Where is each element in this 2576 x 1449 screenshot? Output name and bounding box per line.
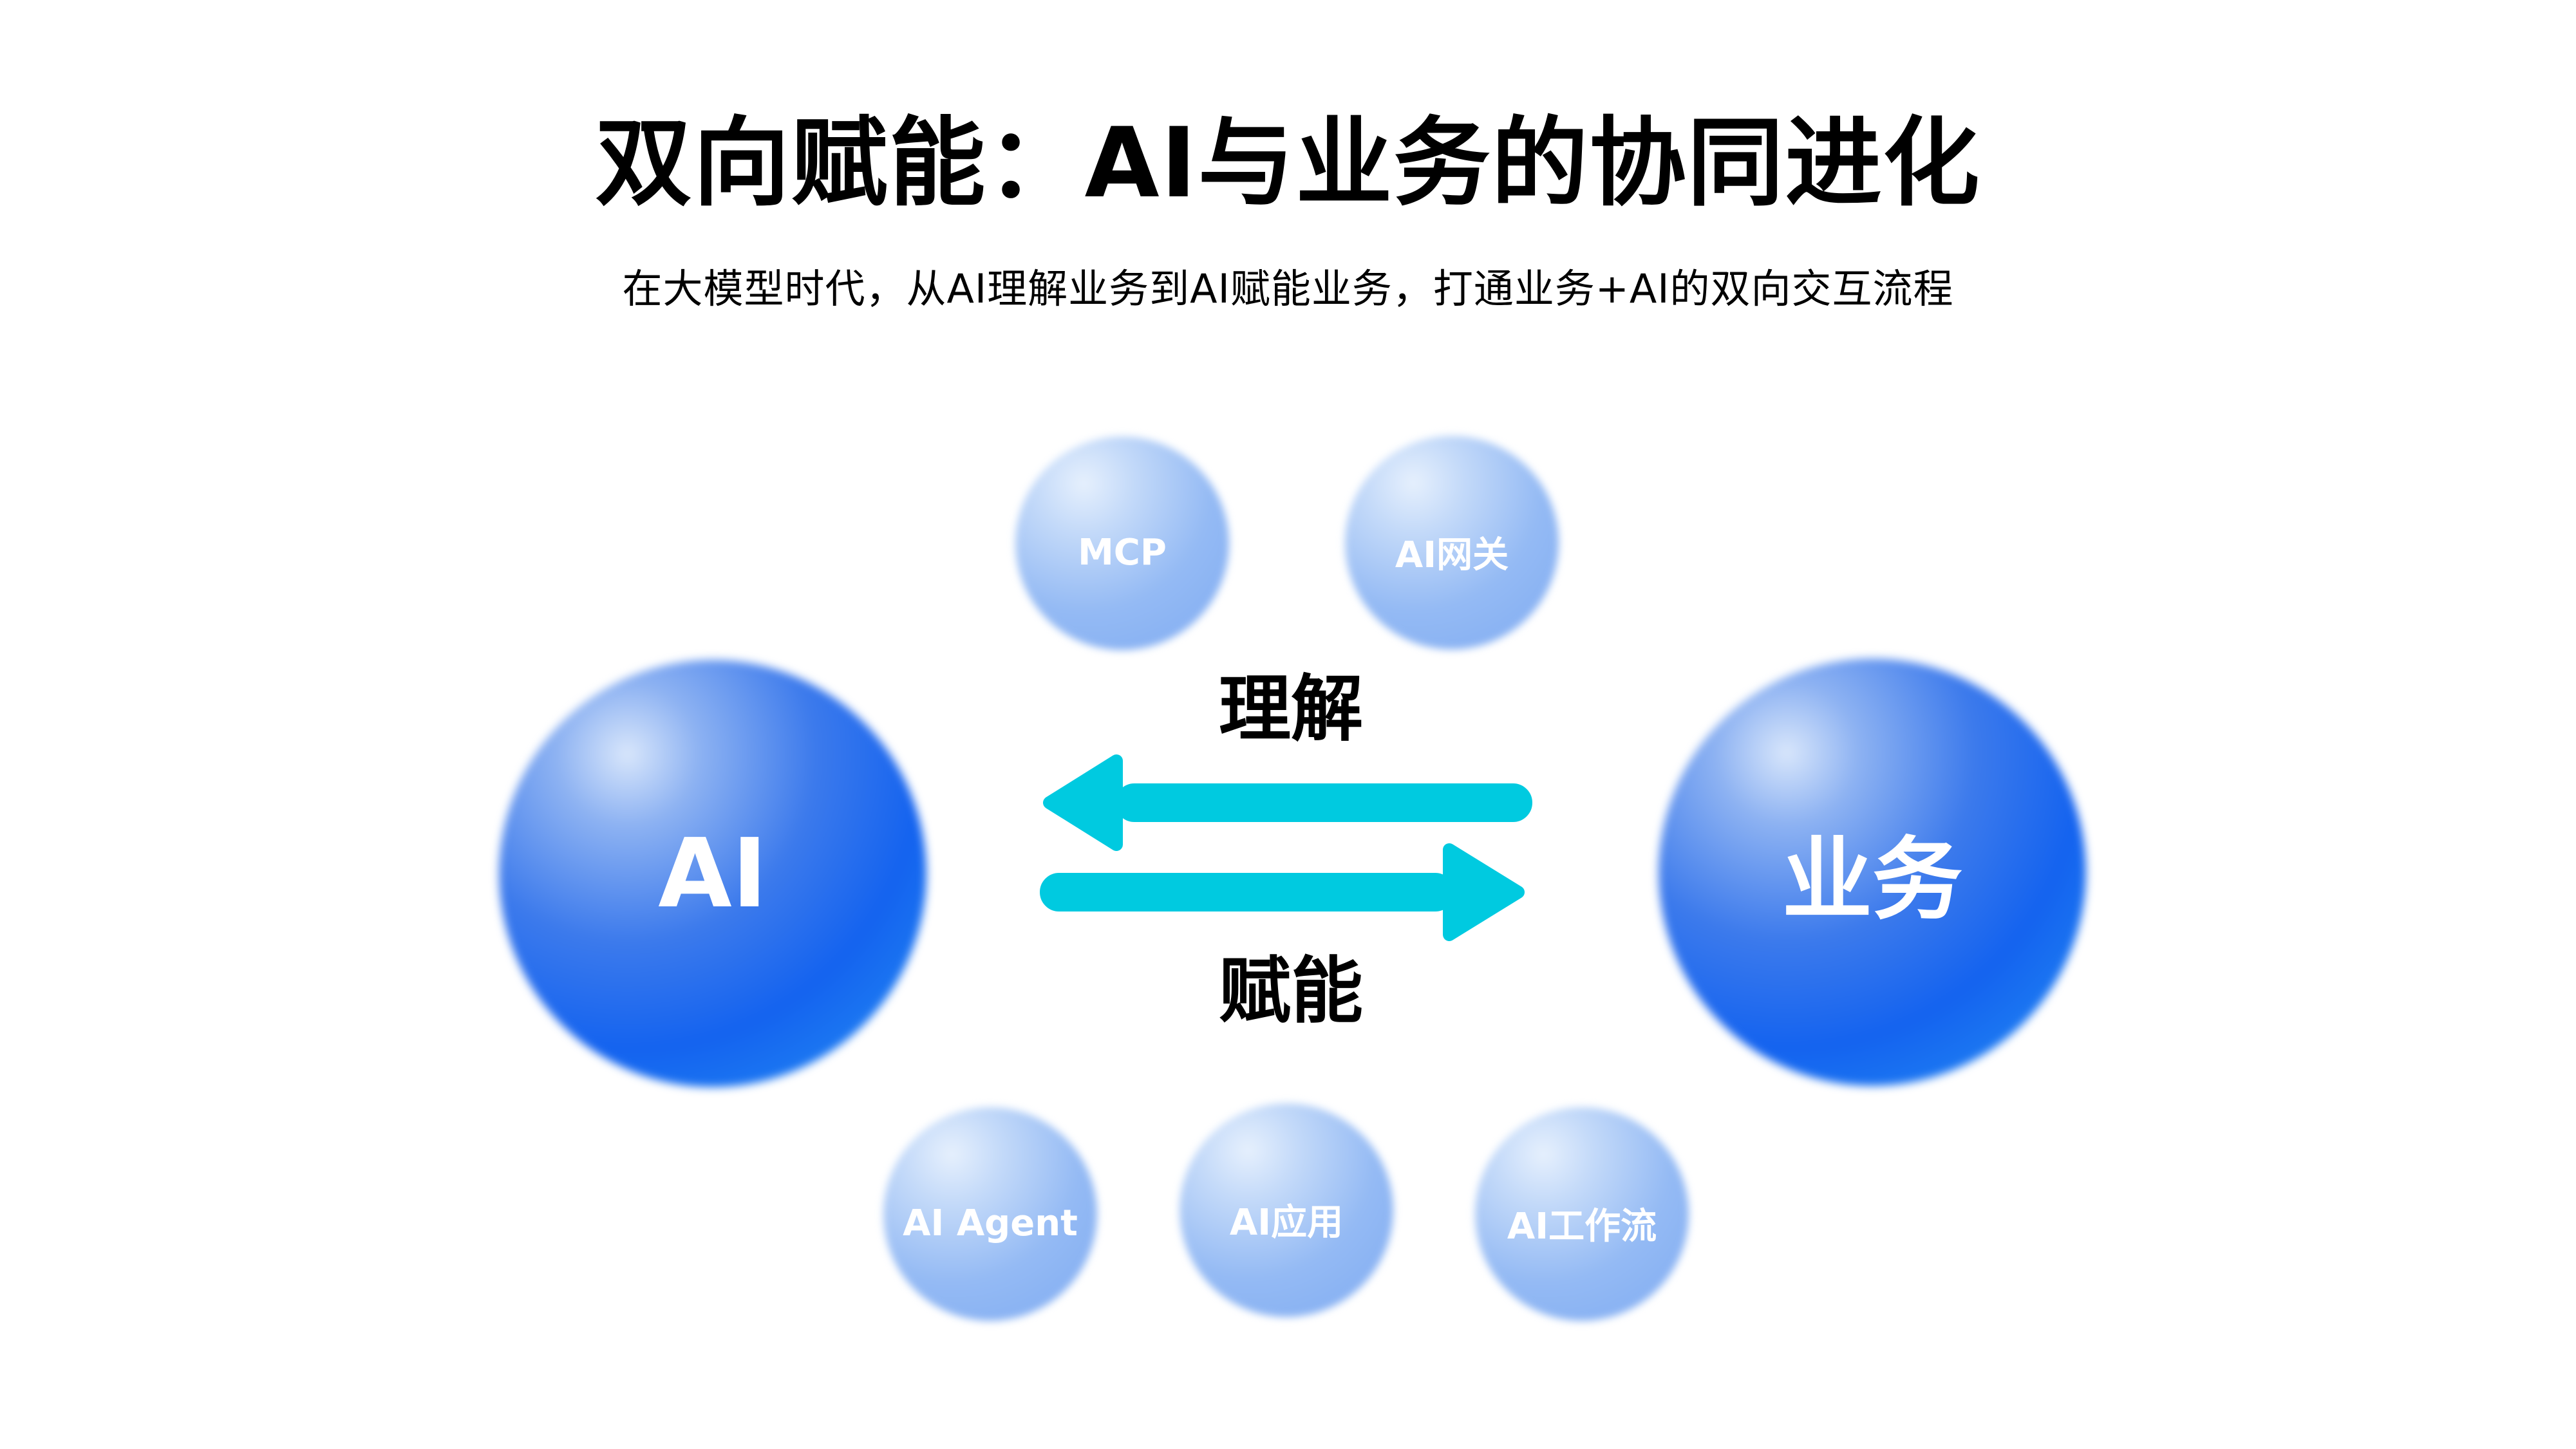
page-subtitle: 在大模型时代，从AI理解业务到AI赋能业务，打通业务+AI的双向交互流程 <box>622 265 1954 312</box>
business-node-label: 业务 <box>1782 828 1962 933</box>
exchange-arrows <box>1040 754 1532 941</box>
page-title: 双向赋能：AI与业务的协同进化 <box>595 108 1981 220</box>
satellite-node-ai-app-label: AI应用 <box>1229 1201 1344 1244</box>
satellite-node-mcp-label: MCP <box>1078 531 1167 574</box>
arrow-left <box>1043 754 1532 851</box>
satellite-node-ai-gateway-label: AI网关 <box>1395 534 1509 576</box>
satellite-node-ai-agent-label: AI Agent <box>903 1202 1078 1244</box>
satellite-node-ai-workflow-label: AI工作流 <box>1507 1205 1657 1248</box>
arrow-label-understand: 理解 <box>1219 668 1363 751</box>
ai-node-label: AI <box>658 818 767 929</box>
satellite-node-ai-workflow: AI工作流 <box>1475 1107 1689 1321</box>
ai-node: AI <box>499 660 926 1087</box>
arrow-right <box>1040 843 1525 941</box>
satellite-node-ai-app: AI应用 <box>1180 1103 1393 1317</box>
arrow-right-head <box>1443 843 1525 941</box>
arrow-left-head <box>1043 754 1123 851</box>
arrow-right-shaft <box>1040 873 1454 911</box>
business-node: 业务 <box>1659 659 2086 1086</box>
satellite-node-ai-agent: AI Agent <box>883 1107 1097 1321</box>
arrow-left-shaft <box>1115 783 1532 822</box>
satellite-node-mcp: MCP <box>1015 436 1229 650</box>
arrow-label-empower: 赋能 <box>1219 949 1363 1033</box>
satellite-node-ai-gateway: AI网关 <box>1345 436 1559 650</box>
